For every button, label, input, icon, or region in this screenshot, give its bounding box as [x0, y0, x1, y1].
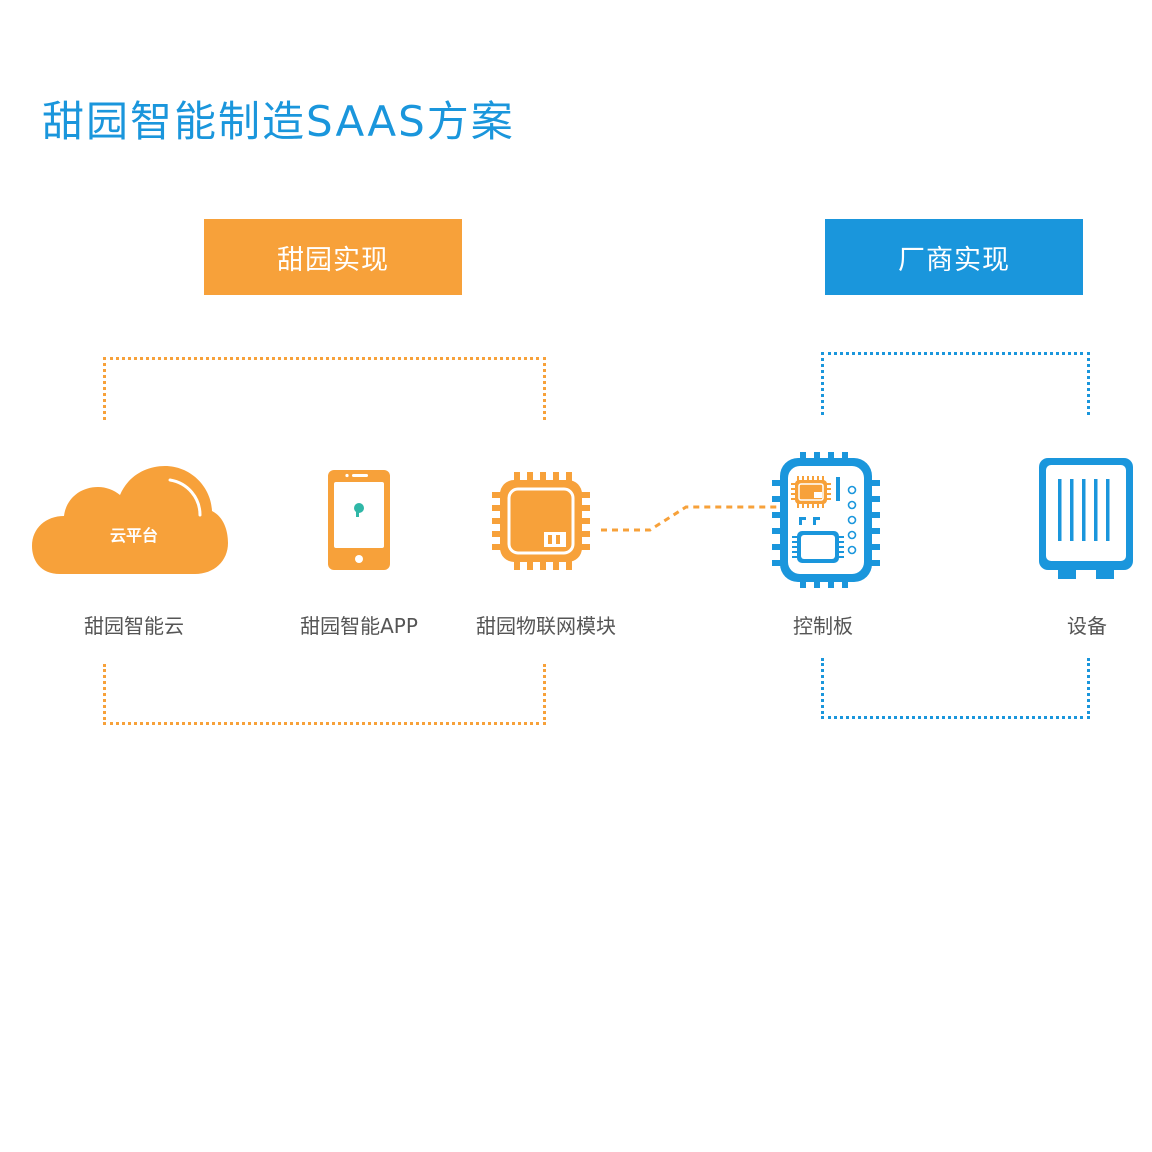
vendor-bracket-top: [821, 352, 1090, 415]
phone-icon: [328, 470, 390, 570]
node-label-cloud: 甜园智能云: [84, 614, 184, 638]
device-icon: [1039, 458, 1133, 579]
control-board-icon: [772, 452, 880, 588]
tianyuan-bracket-top: [103, 357, 546, 420]
tianyuan-bracket-bottom: [103, 664, 546, 725]
vendor-group-header: 厂商实现: [825, 219, 1083, 295]
node-label-iot-module: 甜园物联网模块: [476, 614, 616, 638]
node-label-device: 设备: [1067, 614, 1107, 638]
vendor-bracket-bottom: [821, 658, 1090, 719]
tianyuan-group-header: 甜园实现: [204, 219, 462, 295]
cloud-icon: 云平台: [32, 466, 228, 574]
cloud-platform-text: 云平台: [110, 526, 158, 545]
page-title: 甜园智能制造SAAS方案: [42, 97, 515, 146]
chip-icon: [492, 472, 590, 570]
node-label-control-board: 控制板: [793, 614, 853, 638]
node-label-app: 甜园智能APP: [300, 614, 418, 638]
